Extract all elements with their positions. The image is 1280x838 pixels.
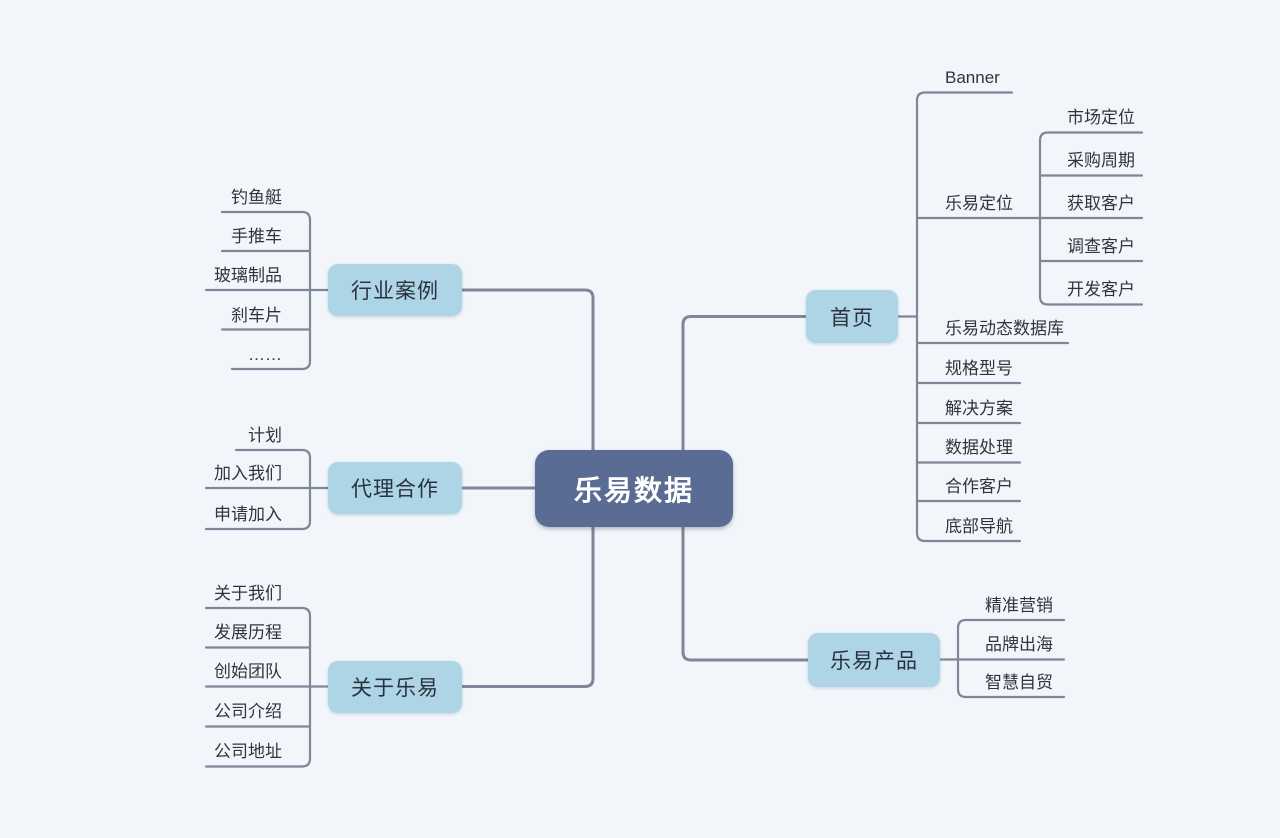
leaf-node-dynamic-database[interactable]: 乐易动态数据库 xyxy=(945,319,1064,338)
leaf-node-purchase-cycle[interactable]: 采购周期 xyxy=(1067,151,1135,170)
leaf-node-brake-pads[interactable]: 刹车片 xyxy=(231,306,282,325)
connector-positioning-trunk xyxy=(1038,131,1144,306)
leaf-node-history[interactable]: 发展历程 xyxy=(214,623,282,642)
connector-agency-trunk xyxy=(204,448,312,531)
leaf-node-glassware[interactable]: 玻璃制品 xyxy=(214,266,282,285)
connector-root-to-about xyxy=(460,525,595,688)
leaf-node-precision-marketing[interactable]: 精准营销 xyxy=(985,596,1053,615)
leaf-node-survey-customers[interactable]: 调查客户 xyxy=(1067,237,1135,256)
root-node[interactable]: 乐易数据 xyxy=(535,450,733,527)
branch-node-about[interactable]: 关于乐易 xyxy=(328,661,462,713)
leaf-node-fishing-boat[interactable]: 钓鱼艇 xyxy=(231,188,282,207)
leaf-node-join-us[interactable]: 加入我们 xyxy=(214,464,282,483)
leaf-node-company-address[interactable]: 公司地址 xyxy=(214,742,282,761)
leaf-node-brand-overseas[interactable]: 品牌出海 xyxy=(985,635,1053,654)
leaf-node-footer-nav[interactable]: 底部导航 xyxy=(945,517,1013,536)
leaf-node-ellipsis[interactable]: …… xyxy=(248,345,282,364)
leaf-node-hand-truck[interactable]: 手推车 xyxy=(231,227,282,246)
connector-home-trunk xyxy=(915,91,1022,543)
leaf-node-apply-join[interactable]: 申请加入 xyxy=(214,505,282,524)
connector-root-to-products xyxy=(681,525,810,662)
leaf-node-data-processing[interactable]: 数据处理 xyxy=(945,438,1013,457)
branch-node-agency[interactable]: 代理合作 xyxy=(328,462,462,514)
connector-root-to-home xyxy=(681,315,808,452)
leaf-node-founding-team[interactable]: 创始团队 xyxy=(214,662,282,681)
leaf-node-partner-clients[interactable]: 合作客户 xyxy=(945,477,1013,496)
leaf-node-about-us[interactable]: 关于我们 xyxy=(214,584,282,603)
leaf-node-develop-customers[interactable]: 开发客户 xyxy=(1067,280,1135,299)
leaf-node-solutions[interactable]: 解决方案 xyxy=(945,399,1013,418)
branch-node-home[interactable]: 首页 xyxy=(806,290,898,343)
leaf-node-banner[interactable]: Banner xyxy=(945,68,1000,87)
branch-node-products[interactable]: 乐易产品 xyxy=(808,633,940,687)
leaf-node-leyi-positioning[interactable]: 乐易定位 xyxy=(945,194,1013,213)
connector-root-to-industry xyxy=(460,288,595,452)
leaf-node-company-intro[interactable]: 公司介绍 xyxy=(214,702,282,721)
branch-node-industry-cases[interactable]: 行业案例 xyxy=(328,264,462,316)
leaf-node-smart-trade[interactable]: 智慧自贸 xyxy=(985,673,1053,692)
leaf-node-market-positioning[interactable]: 市场定位 xyxy=(1067,108,1135,127)
leaf-node-acquire-customers[interactable]: 获取客户 xyxy=(1067,194,1135,213)
leaf-node-spec-model[interactable]: 规格型号 xyxy=(945,359,1013,378)
leaf-node-plan[interactable]: 计划 xyxy=(248,426,282,445)
